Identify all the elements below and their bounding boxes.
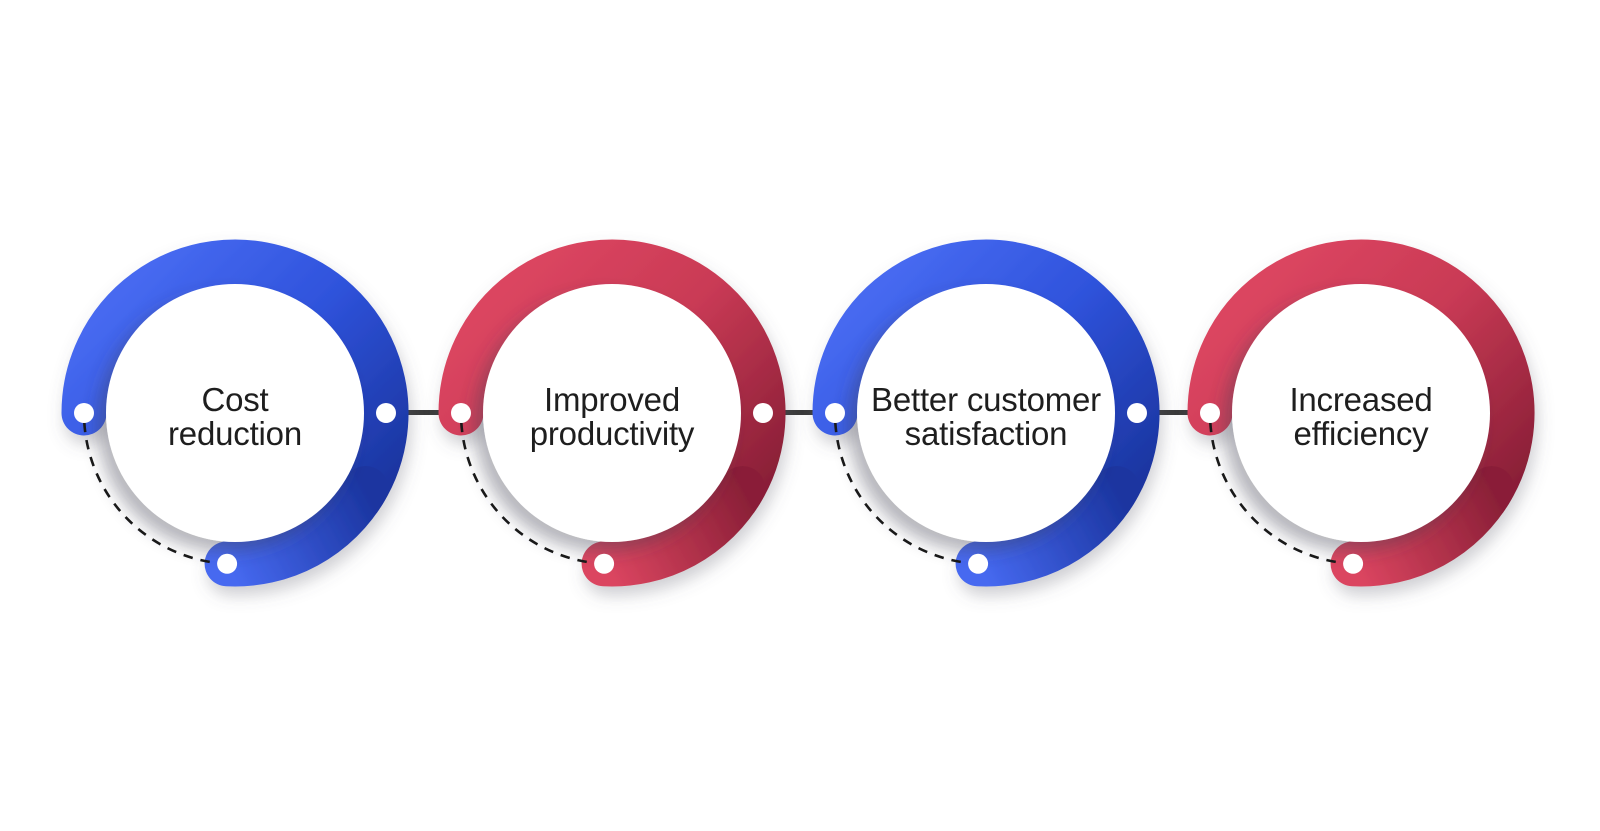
step-label-line1: Increased bbox=[1289, 381, 1433, 418]
inner-disc bbox=[857, 284, 1115, 542]
ring-arc-end bbox=[955, 466, 1140, 587]
arc-end-dot bbox=[217, 553, 238, 574]
link-dot bbox=[376, 403, 396, 423]
ring-item-cost-reduction bbox=[35, 213, 435, 613]
step-label: Increased efficiency bbox=[1201, 353, 1521, 481]
inner-disc bbox=[106, 284, 364, 542]
step-label-line2: productivity bbox=[529, 415, 695, 452]
ring-item-increased-efficiency bbox=[1161, 213, 1561, 613]
connector-line bbox=[386, 410, 461, 415]
dashed-arc bbox=[1208, 412, 1354, 566]
arc-end-dot bbox=[1343, 553, 1364, 574]
arc-start-dot bbox=[825, 403, 845, 423]
arc-start-dot bbox=[74, 403, 94, 423]
dashed-arc bbox=[833, 412, 979, 566]
step-label: Improved productivity bbox=[452, 353, 772, 481]
ring-arc-end bbox=[204, 466, 389, 587]
dashed-arc bbox=[459, 412, 605, 566]
link-dot bbox=[1127, 403, 1147, 423]
arc-end-dot bbox=[968, 553, 989, 574]
step-label: Cost reduction bbox=[75, 353, 395, 481]
ring-item-improved-productivity bbox=[412, 213, 812, 613]
ring-arc-end bbox=[1330, 466, 1515, 587]
ring-item-better-customer-satisfaction bbox=[786, 213, 1186, 613]
step-label-line2: reduction bbox=[168, 415, 302, 452]
arc-end-dot bbox=[594, 553, 615, 574]
ring-arc bbox=[1187, 239, 1535, 523]
arc-start-dot bbox=[1200, 403, 1220, 423]
connector-line bbox=[1137, 410, 1210, 415]
inner-disc bbox=[1232, 284, 1490, 542]
step-label: Better customer satisfaction bbox=[826, 353, 1146, 481]
step-label-line1: Cost bbox=[201, 381, 269, 418]
step-label-line2: efficiency bbox=[1293, 415, 1429, 452]
step-label-line2: satisfaction bbox=[904, 415, 1068, 452]
arc-start-dot bbox=[451, 403, 471, 423]
ring-arc-end bbox=[581, 466, 766, 587]
inner-disc bbox=[483, 284, 741, 542]
step-label-line1: Improved bbox=[544, 381, 680, 418]
connector-line bbox=[763, 410, 835, 415]
step-label-line1: Better customer bbox=[871, 381, 1101, 418]
link-dot bbox=[753, 403, 773, 423]
dashed-arc bbox=[82, 412, 228, 566]
